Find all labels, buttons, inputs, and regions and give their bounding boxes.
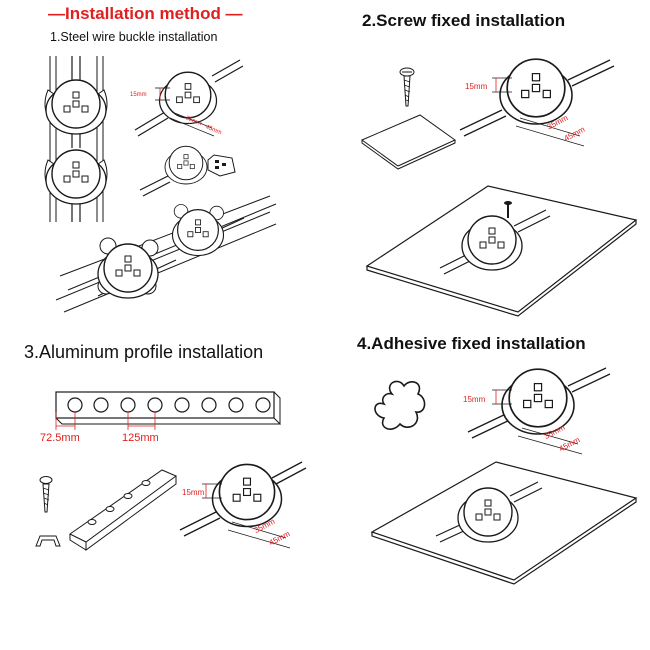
dim-45mm-b: 45mm	[563, 125, 587, 144]
dim-15mm-d: 15mm	[463, 395, 486, 404]
dim-45mm-a: 45mm	[205, 124, 223, 136]
dim-35mm-a: 35mm	[185, 115, 203, 127]
dim-15mm-c: 15mm	[182, 488, 205, 497]
section-2-diagram: 15mm 35mm 45mm	[360, 59, 638, 317]
section-2-title: 2.Screw fixed installation	[362, 11, 566, 30]
section-4-title: 4.Adhesive fixed installation	[357, 334, 586, 353]
section-3-diagram: 72.5mm 125mm 15mm 35mm 45mm	[35, 391, 307, 551]
screw-icon	[399, 67, 415, 107]
section-3-title: 3.Aluminum profile installation	[24, 342, 264, 362]
section-1-diagram: 15mm 35mm 45mm	[44, 56, 277, 313]
screw-icon	[39, 476, 53, 513]
page-title: —Installation method —	[48, 4, 243, 23]
dim-15mm-b: 15mm	[465, 82, 488, 91]
dim-125mm: 125mm	[122, 432, 159, 444]
section-4-diagram: 15mm 35mm 45mm	[370, 367, 638, 585]
section-1-title: 1.Steel wire buckle installation	[50, 30, 218, 44]
dim-15mm-a: 15mm	[130, 92, 147, 98]
screw-icon	[504, 201, 512, 218]
dim-72-5mm: 72.5mm	[40, 432, 80, 444]
adhesive-pad-icon	[374, 380, 426, 430]
